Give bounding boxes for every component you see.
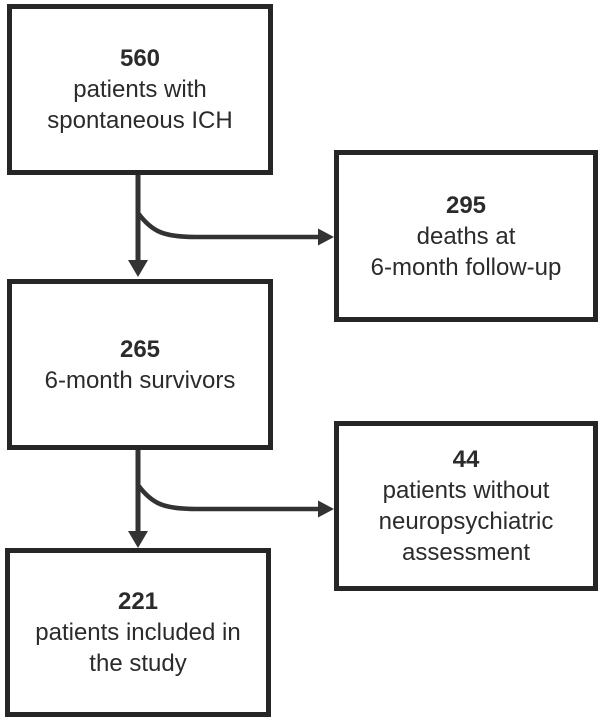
arrow-down-ich-to-survivors-icon (128, 175, 148, 277)
flow-box-deaths-at-followup: 295 deaths at 6-month follow-up (334, 150, 598, 322)
box-label-line: 6-month follow-up (370, 253, 562, 281)
box-label-line: deaths at (416, 222, 516, 250)
box-number: 560 (119, 45, 161, 72)
box-label-line: patients without (382, 477, 550, 504)
box-number: 295 (445, 191, 487, 219)
box-number: 221 (117, 588, 159, 615)
flow-box-included-in-study: 221 patients included in the study (5, 548, 271, 717)
arrow-branch-ich-to-deaths-icon (135, 210, 334, 246)
box-label-line: patients with (73, 76, 207, 103)
box-label-line: 6-month survivors (44, 366, 236, 394)
arrow-branch-survivors-to-noassessment-icon (135, 482, 334, 518)
box-number: 265 (119, 335, 161, 363)
box-label-line: spontaneous ICH (47, 107, 233, 134)
box-label-line: the study (89, 650, 187, 677)
flow-box-six-month-survivors: 265 6-month survivors (7, 279, 273, 450)
box-label-line: neuropsychiatric (378, 508, 554, 535)
box-label-line: assessment (401, 539, 531, 566)
flow-box-patients-with-ich: 560 patients with spontaneous ICH (7, 4, 273, 175)
box-label-line: patients included in (35, 619, 241, 646)
box-number: 44 (452, 446, 480, 473)
flow-box-without-assessment: 44 patients without neuropsychiatric ass… (334, 421, 598, 591)
arrow-down-survivors-to-included-icon (128, 450, 148, 548)
